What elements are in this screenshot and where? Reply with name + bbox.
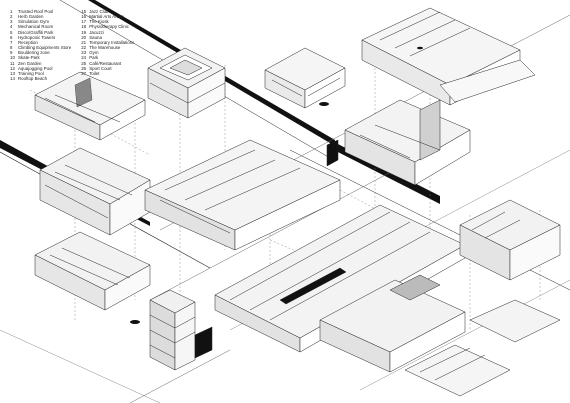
legend-label: Mechanical Room xyxy=(18,24,54,30)
legend-number: 19 xyxy=(81,29,87,35)
legend-number: 18 xyxy=(81,24,87,30)
legend-number: 6 xyxy=(10,34,13,40)
legend-label: Gym xyxy=(89,50,99,56)
legend-label: Reception xyxy=(18,39,38,45)
legend-item: 7 Reception xyxy=(10,40,71,45)
legend-label: Jazz Club xyxy=(89,9,109,14)
legend-label: Simulation Gym xyxy=(18,19,49,25)
legend-number: 24 xyxy=(81,55,87,61)
building-tower xyxy=(149,289,213,371)
legend-number: 13 xyxy=(10,70,15,76)
building-right-cluster xyxy=(326,59,536,186)
legend-item: 5 Disco/Graffiti Park xyxy=(10,30,71,35)
legend-label: Martial Arts Arena xyxy=(89,14,124,20)
legend-number: 12 xyxy=(10,65,15,71)
legend-label: Training Pool xyxy=(18,70,44,76)
legend-item: 8 Climbing Equipments Store xyxy=(10,45,71,50)
legend-label: Disco/Graffiti Park xyxy=(18,29,54,35)
legend-number: 25 xyxy=(81,60,87,66)
building-top-right xyxy=(361,7,521,106)
legend-number: 8 xyxy=(10,45,13,51)
building-right-mid xyxy=(459,199,561,281)
legend-number: 11 xyxy=(10,60,15,66)
legend-label: Trusted Roof Pool xyxy=(18,9,54,14)
legend-label: Toilet xyxy=(89,70,100,76)
legend-number: 9 xyxy=(10,50,13,56)
legend-number: 4 xyxy=(10,24,13,30)
legend-number: 15 xyxy=(81,9,87,14)
legend-column-1: 1 Trusted Roof Pool 2 Herb Garden 3 Simulat… xyxy=(10,9,71,81)
legend-label: Temporary Installations xyxy=(89,39,135,45)
legend-number: 17 xyxy=(81,19,87,25)
legend-item: 3 Simulation Gym xyxy=(10,19,71,24)
legend-label: Aquajogging Pool xyxy=(18,65,53,71)
legend-label: Café/Restaurant xyxy=(89,60,122,66)
legend-item: 2 Herb Garden xyxy=(10,14,71,19)
legend-label: Physiotherapy Clinic xyxy=(89,24,129,30)
legend-number: 14 xyxy=(10,76,15,82)
legend-label: Herb Garden xyxy=(18,14,44,20)
legend-number: 21 xyxy=(81,39,87,45)
legend-label: Sauna xyxy=(89,34,102,40)
legend-label: Sport Court xyxy=(89,65,112,71)
legend-label: Bouldering zone xyxy=(18,50,50,56)
building-bottom-right xyxy=(319,274,561,397)
legend-label: Hydroponic Towers xyxy=(18,34,56,40)
legend-number: 5 xyxy=(10,29,13,35)
legend-label: Park xyxy=(89,55,99,61)
legend-item: 6 Hydroponic Towers xyxy=(10,35,71,40)
legend-number: 20 xyxy=(81,34,87,40)
building-herb-garden xyxy=(34,71,146,141)
legend-number: 27 xyxy=(81,70,87,76)
building-warehouse xyxy=(144,139,341,251)
programme-legend: 1 Trusted Roof Pool 2 Herb Garden 3 Simulat… xyxy=(10,9,134,81)
legend-number: 22 xyxy=(81,45,87,51)
legend-item: 9 Bouldering zone xyxy=(10,50,71,55)
legend-label: Skate-Park xyxy=(18,55,40,61)
legend-number: 16 xyxy=(81,14,87,20)
legend-label: The Kiosk xyxy=(89,19,109,25)
legend-number: 7 xyxy=(10,39,13,45)
legend-label: Rooftop Beach xyxy=(18,76,48,82)
legend-number: 1 xyxy=(10,9,13,14)
building-roof-pool xyxy=(147,47,226,119)
legend-item: 4 Mechanical Room xyxy=(10,24,71,29)
legend-item: 1 Trusted Roof Pool xyxy=(10,9,71,14)
legend-number: 10 xyxy=(10,55,15,61)
legend-number: 2 xyxy=(10,14,13,20)
building-left-lower xyxy=(34,231,151,311)
building-left-mid xyxy=(39,147,151,236)
legend-label: Climbing Equipments Store xyxy=(18,45,72,51)
legend-number: 3 xyxy=(10,19,13,25)
legend-label: Zen Garden xyxy=(18,60,42,66)
legend-number: 23 xyxy=(81,50,87,56)
legend-number: 26 xyxy=(81,65,87,71)
legend-label: Jacuzzi xyxy=(89,29,104,35)
legend-label: The Warehouse xyxy=(89,45,121,51)
building-simulation-gym xyxy=(264,47,346,109)
umbrella-icons xyxy=(130,46,423,324)
